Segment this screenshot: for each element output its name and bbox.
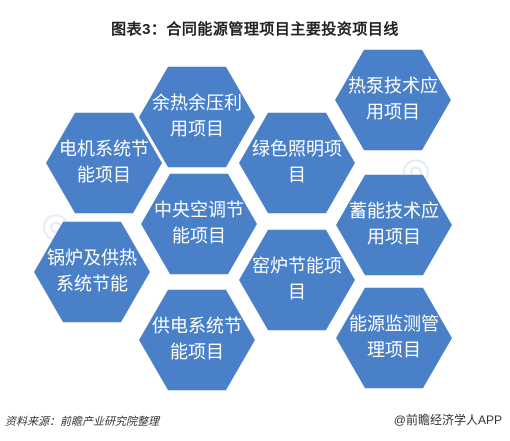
hexagon-label: 能源监测管理项目 bbox=[349, 314, 439, 361]
hexagon-label: 供电系统节能项目 bbox=[152, 316, 242, 363]
hexagon-power-supply bbox=[139, 289, 255, 391]
chart-title: 图表3：合同能源管理项目主要投资项目线 bbox=[111, 21, 399, 38]
hexagon-energy-storage bbox=[336, 174, 452, 276]
hexagon-label: 热泵技术应用项目 bbox=[348, 76, 438, 123]
source-note: 资料来源：前瞻产业研究院整理 bbox=[5, 416, 159, 428]
hexagon-label: 电机系统节能项目 bbox=[59, 139, 149, 186]
hexagon-motor-system bbox=[46, 112, 162, 214]
hexagon-label: 窑炉节能项目 bbox=[252, 256, 342, 303]
hexagon-green-lighting bbox=[239, 112, 355, 214]
hexagon-central-ac bbox=[141, 173, 257, 275]
brand-credit: @前瞻经济学人APP bbox=[393, 413, 502, 427]
hexagon-label: 绿色照明项目 bbox=[252, 139, 342, 186]
hexagon-kiln bbox=[239, 229, 355, 331]
hexagon-label: 蓄能技术应用项目 bbox=[349, 201, 439, 248]
hexagon-label: 锅炉及供热系统节能 bbox=[47, 248, 137, 295]
hexagon-boiler bbox=[34, 221, 150, 323]
hexagon-label: 中央空调节能项目 bbox=[154, 200, 244, 247]
hexagon-heat-pump bbox=[335, 49, 451, 151]
hexagon-waste-heat bbox=[139, 66, 255, 168]
hexagon-label: 余热余压利用项目 bbox=[152, 93, 242, 140]
hexagon-energy-monitor bbox=[336, 287, 452, 389]
